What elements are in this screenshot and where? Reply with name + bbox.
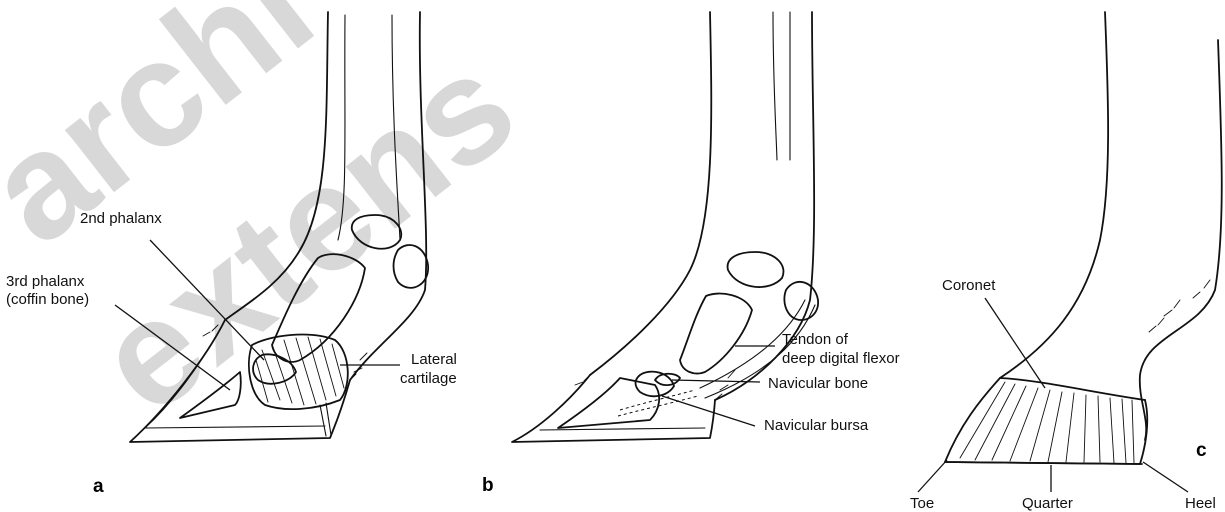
leader-heel bbox=[1143, 462, 1188, 492]
label-coronet: Coronet bbox=[942, 277, 996, 294]
label-quarter: Quarter bbox=[1022, 495, 1073, 512]
cannon-bone-end-b bbox=[728, 252, 784, 287]
label-heel: Heel bbox=[1185, 495, 1216, 512]
first-phalanx-b bbox=[680, 294, 752, 374]
leg-back-outline-c bbox=[1140, 40, 1222, 440]
panel-letter-c: c bbox=[1196, 440, 1207, 461]
panel-c-labels: Coronet Toe Quarter Heel c bbox=[910, 277, 1216, 512]
label-navicular-bone: Navicular bone bbox=[768, 375, 868, 392]
ground-line-c bbox=[945, 462, 1142, 464]
leader-coronet bbox=[985, 298, 1045, 388]
label-lateral-cartilage-1: Lateral bbox=[411, 351, 457, 368]
panel-b-labels: Tendon of deep digital flexor Navicular … bbox=[482, 331, 900, 496]
leg-inner-line-b bbox=[773, 12, 777, 160]
label-tendon-1: Tendon of bbox=[782, 331, 849, 348]
leg-front-outline-c bbox=[1000, 12, 1108, 378]
label-navicular-bursa: Navicular bursa bbox=[764, 417, 869, 434]
leg-front-outline-b bbox=[590, 12, 711, 375]
coronet-band-c bbox=[1000, 378, 1145, 400]
leader-toe bbox=[918, 460, 947, 492]
panel-c-drawing bbox=[945, 12, 1222, 464]
panel-letter-a: a bbox=[93, 476, 104, 497]
heel-hatch-a bbox=[320, 403, 331, 436]
label-toe: Toe bbox=[910, 495, 934, 512]
leader-navicular-bursa bbox=[662, 396, 755, 426]
sesamoid-b bbox=[784, 282, 818, 320]
label-second-phalanx: 2nd phalanx bbox=[80, 210, 162, 227]
label-third-phalanx-2: (coffin bone) bbox=[6, 291, 89, 308]
label-tendon-2: deep digital flexor bbox=[782, 350, 900, 367]
label-third-phalanx-1: 3rd phalanx bbox=[6, 273, 85, 290]
fetlock-hair-c bbox=[1149, 280, 1210, 332]
second-phalanx-b bbox=[636, 372, 675, 397]
panel-letter-b: b bbox=[482, 475, 494, 496]
label-lateral-cartilage-2: cartilage bbox=[400, 370, 457, 387]
hoof-wall-c bbox=[945, 378, 1147, 464]
